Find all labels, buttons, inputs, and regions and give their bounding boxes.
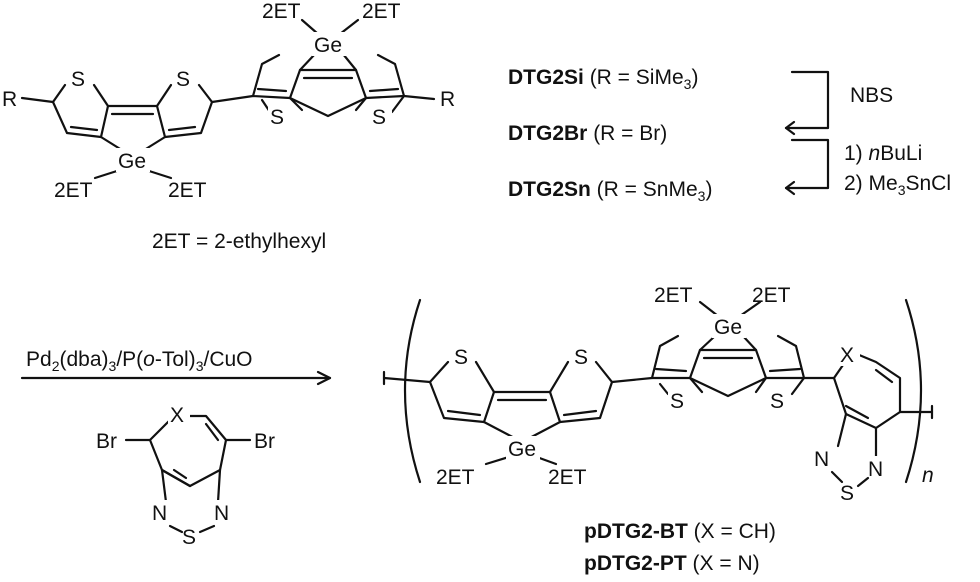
atom-ge: Ge	[508, 438, 536, 461]
atom-br: Br	[254, 430, 275, 453]
atom-n: N	[214, 502, 229, 525]
product-pdtg2-pt: pDTG2-PT (X = N)	[584, 552, 760, 575]
end-group-label: R	[440, 88, 455, 111]
atom-s: S	[182, 526, 196, 549]
atom-n: N	[152, 502, 167, 525]
side-chain-label: 2ET	[752, 284, 791, 307]
monomer-dtg2sn: DTG2Sn (R = SnMe3)	[508, 178, 712, 204]
monomer-dtg2si: DTG2Si (R = SiMe3)	[508, 66, 698, 92]
atom-x: X	[170, 404, 184, 427]
atom-ge: Ge	[314, 34, 342, 57]
reagent-nbs: NBS	[850, 84, 893, 107]
dibromo-comonomer: X Br Br N N S	[96, 402, 275, 549]
side-chain-label: 2ET	[436, 466, 475, 489]
reaction-arrow	[20, 370, 332, 386]
atom-s: S	[840, 482, 854, 505]
atom-s: S	[574, 346, 588, 369]
atom-ge: Ge	[118, 150, 146, 173]
side-chain-definition: 2ET = 2-ethylhexyl	[152, 230, 326, 253]
atom-s: S	[372, 106, 386, 129]
reagent-me3sncl: 2) Me3SnCl	[844, 172, 951, 198]
side-chain-label: 2ET	[168, 179, 207, 202]
side-chain-label: 2ET	[548, 466, 587, 489]
atom-s: S	[71, 68, 85, 91]
side-chain-label: 2ET	[262, 0, 301, 23]
side-chain-label: 2ET	[362, 0, 401, 23]
side-chain-label: 2ET	[654, 284, 693, 307]
monomer-dtg2br: DTG2Br (R = Br)	[508, 122, 667, 145]
product-pdtg2-bt: pDTG2-BT (X = CH)	[584, 520, 776, 543]
monomer-list: DTG2Si (R = SiMe3) DTG2Br (R = Br) DTG2S…	[508, 66, 712, 204]
atom-s: S	[176, 68, 190, 91]
atom-ge: Ge	[714, 316, 742, 339]
atom-s: S	[454, 346, 468, 369]
atom-br: Br	[96, 430, 117, 453]
reagent-nbuli: 1) nBuLi	[844, 142, 922, 165]
atom-s: S	[770, 390, 784, 413]
end-group-label: R	[2, 88, 17, 111]
polymer-structure: n S S Ge 2ET 2ET	[382, 284, 934, 505]
monomer-structure: S S Ge 2ET 2ET R Ge 2ET 2ET S S R	[2, 0, 455, 202]
atom-s: S	[670, 390, 684, 413]
atom-n: N	[868, 458, 883, 481]
conversion-arrows	[784, 70, 830, 196]
repeat-unit-n: n	[922, 464, 934, 487]
atom-s: S	[270, 106, 284, 129]
atom-n: N	[814, 448, 829, 471]
coupling-catalyst: Pd2(dba)3/P(o-Tol)3/CuO	[26, 348, 253, 374]
atom-x: X	[840, 344, 854, 367]
side-chain-label: 2ET	[54, 179, 93, 202]
